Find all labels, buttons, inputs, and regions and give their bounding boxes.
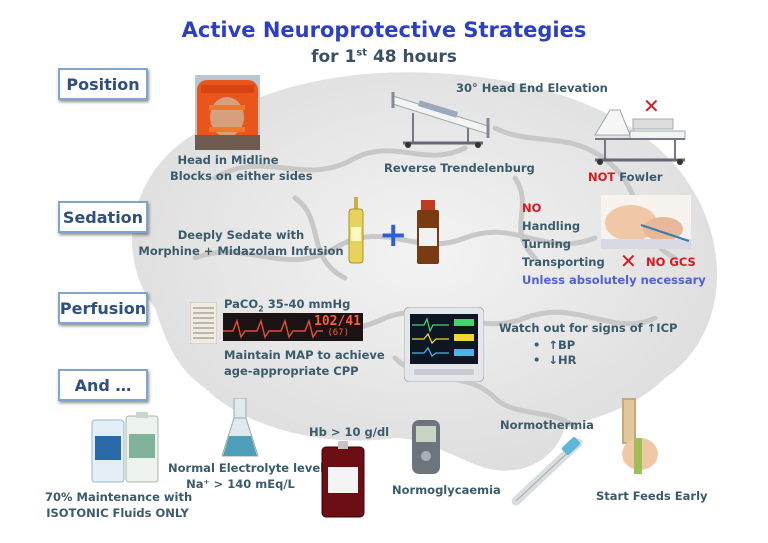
bp-label: • ↑BP bbox=[533, 338, 576, 352]
thermometer bbox=[511, 437, 583, 506]
x-mark-icon: ✕ bbox=[643, 94, 660, 118]
blood-bag bbox=[321, 441, 365, 518]
x-mark-icon: ✕ bbox=[620, 249, 637, 273]
page-subtitle: for 1st 48 hours bbox=[311, 47, 457, 67]
section-sedation: Sedation bbox=[58, 201, 148, 233]
no-gcs-label: NO GCS bbox=[646, 255, 696, 269]
glucometer bbox=[412, 420, 440, 474]
watch-icp-label: Watch out for signs of ↑ICP bbox=[499, 321, 678, 335]
page-title: Active Neuroprotective Strategies bbox=[181, 18, 587, 42]
handling-label: Handling bbox=[522, 219, 581, 233]
hb-label: Hb > 10 g/dl bbox=[309, 425, 390, 439]
map-label: Maintain MAP to achieve age-appropriate … bbox=[224, 348, 385, 378]
feeding-tube bbox=[622, 398, 658, 474]
unless-label: Unless absolutely necessary bbox=[522, 273, 706, 287]
hr-label: • ↓HR bbox=[533, 353, 577, 367]
head-midline-label: Head in Midline Blocks on either sides bbox=[170, 153, 313, 183]
sedation-label: Deeply Sedate with Morphine + Midazolam … bbox=[138, 228, 344, 258]
section-and: And … bbox=[58, 369, 148, 401]
normothermia-label: Normothermia bbox=[500, 418, 594, 432]
hospital-bed-reverse-trendelenburg bbox=[391, 92, 490, 148]
start-feeds-label: Start Feeds Early bbox=[596, 489, 708, 503]
lab-report-thumbnail bbox=[190, 302, 217, 344]
section-position: Position bbox=[58, 68, 148, 100]
medicine-vial bbox=[417, 200, 439, 264]
patient-monitor bbox=[404, 307, 484, 382]
electrolyte-label: Normal Electrolyte levels Na⁺ > 140 mEq/… bbox=[168, 461, 331, 491]
monitor-reading: 102/41 bbox=[314, 314, 361, 329]
reverse-trendelenburg-label: Reverse Trendelenburg bbox=[384, 161, 535, 175]
transporting-label: Transporting bbox=[522, 255, 605, 269]
plus-icon: + bbox=[379, 215, 408, 255]
child-immobilizer-photo bbox=[195, 75, 260, 150]
section-perfusion: Perfusion bbox=[58, 292, 148, 324]
ampoule bbox=[348, 197, 364, 264]
erlenmeyer-flask bbox=[221, 398, 259, 457]
monitor-sub-reading: (67) bbox=[327, 328, 349, 338]
normoglycaemia-label: Normoglycaemia bbox=[392, 483, 501, 497]
infant-photo bbox=[601, 195, 691, 249]
fluids-label: 70% Maintenance with ISOTONIC Fluids ONL… bbox=[45, 490, 193, 520]
no-label: NO bbox=[522, 201, 542, 215]
iv-fluid-bags bbox=[91, 412, 159, 483]
hospital-bed-fowler bbox=[594, 109, 686, 165]
monitor-strip: 102/41 (67) bbox=[223, 313, 363, 341]
not-fowler-label: NOT Fowler bbox=[588, 170, 663, 184]
paco2-label: PaCO2 35-40 mmHg bbox=[224, 297, 351, 314]
elevation-label: 30° Head End Elevation bbox=[456, 81, 608, 95]
turning-label: Turning bbox=[522, 237, 571, 251]
